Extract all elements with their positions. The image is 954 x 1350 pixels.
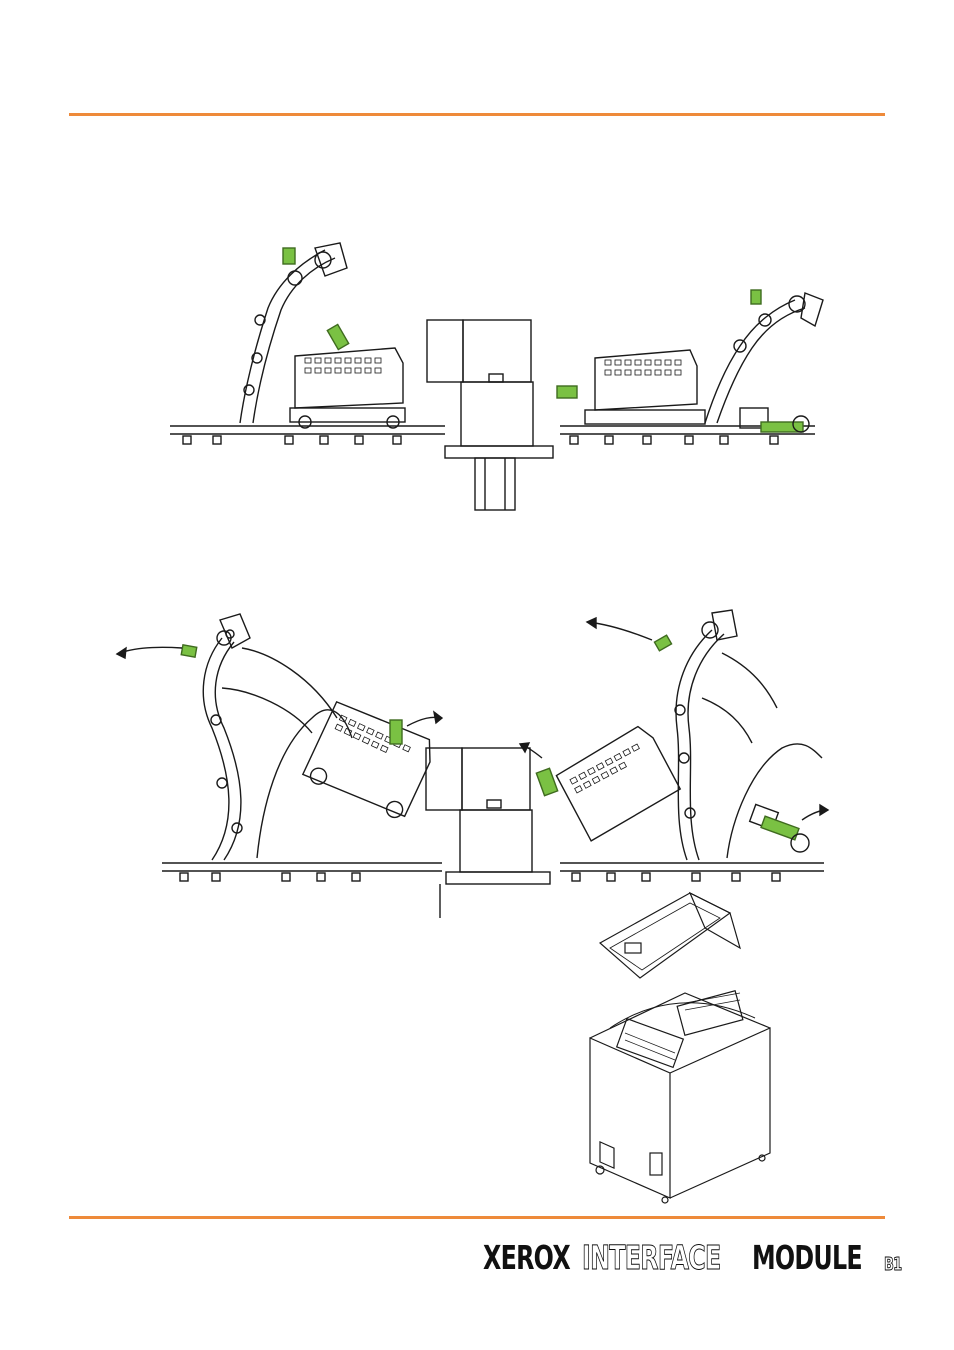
brand-xerox: XEROX — [483, 1241, 570, 1274]
handle-icon — [536, 768, 557, 795]
brand-interface: INTERFACE — [582, 1241, 721, 1274]
right-tilted-housing — [554, 723, 682, 841]
bottom-orange-rule — [69, 1216, 885, 1219]
handle-icon — [557, 386, 577, 398]
handle-icon — [327, 324, 348, 349]
center-module — [426, 748, 550, 918]
handle-icon — [390, 720, 402, 744]
top-orange-rule — [69, 113, 885, 116]
rail-feet-left — [180, 873, 360, 881]
handle-icon — [654, 635, 671, 651]
brand-logo: XEROX INTERFACE MODULE B1 — [483, 1232, 886, 1274]
rail-feet-left — [183, 436, 401, 444]
center-module — [427, 320, 553, 510]
handle-icon — [181, 645, 197, 657]
brand-version: B1 — [884, 1256, 901, 1274]
module-perspective-illustration — [580, 888, 780, 1208]
brand-module: MODULE — [752, 1241, 862, 1274]
handle-icon — [751, 290, 761, 304]
rail-feet-right — [572, 873, 780, 881]
rail-feet-right — [570, 436, 778, 444]
right-housing — [585, 350, 705, 424]
left-tilted-housing — [302, 697, 439, 823]
handle-icon — [283, 248, 295, 264]
closed-position-diagram — [165, 238, 825, 518]
left-housing — [290, 348, 405, 428]
